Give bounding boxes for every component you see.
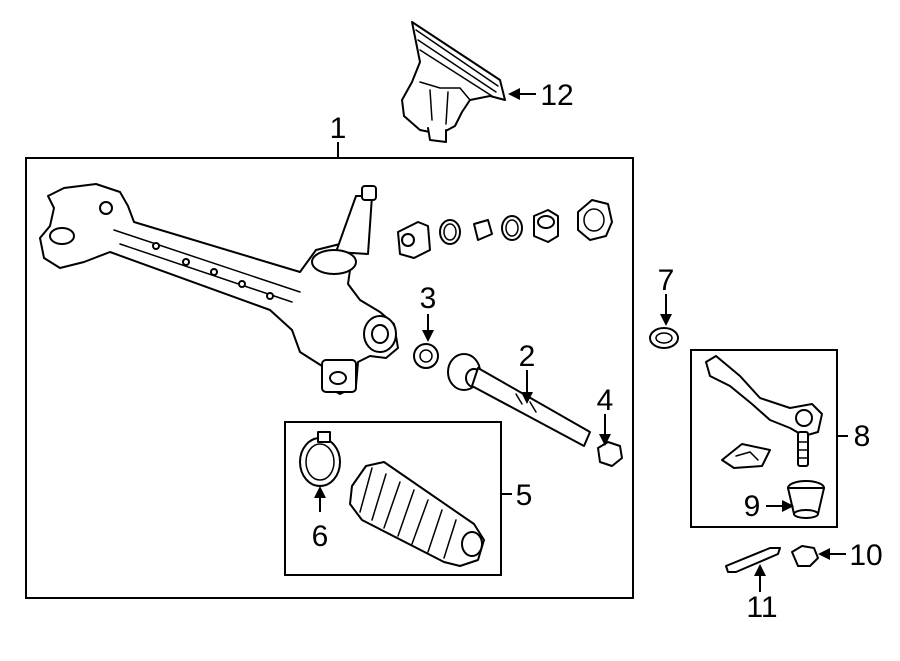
callout-11: 11	[746, 591, 777, 624]
part-11-cotter-pin	[725, 547, 781, 573]
callout-12: 12	[540, 79, 573, 112]
pinion-hardware-row	[397, 199, 613, 259]
callout-6: 6	[312, 520, 329, 553]
callout-3: 3	[420, 282, 437, 315]
part-5-rack-boot	[349, 461, 485, 567]
arrow-12	[508, 88, 520, 100]
part-4-lock-nut	[597, 441, 623, 467]
part-10-castle-nut	[791, 545, 819, 567]
arrow-7	[660, 314, 672, 326]
part-8-tie-rod-end	[705, 355, 823, 469]
arrow-9	[782, 500, 794, 512]
part-6-boot-clamp	[299, 431, 341, 487]
arrow-6	[314, 486, 326, 498]
tie-rod-end-frame	[690, 349, 838, 528]
callout-5: 5	[516, 479, 533, 512]
part-12-column-boot	[401, 21, 506, 143]
arrow-2	[521, 392, 533, 404]
boot-kit-frame	[284, 421, 502, 576]
part-3-washer	[413, 343, 439, 369]
arrow-11	[754, 564, 766, 576]
callout-2: 2	[519, 340, 536, 373]
part-9-dust-boot	[787, 480, 825, 519]
part-2-inner-tie-rod	[447, 353, 591, 447]
part-1-steering-gear-housing	[39, 183, 399, 395]
callout-10: 10	[849, 539, 882, 572]
arrow-3	[422, 330, 434, 342]
arrow-4	[599, 434, 611, 446]
callout-8: 8	[854, 420, 871, 453]
part-7-clip	[649, 327, 679, 349]
arrow-10	[818, 548, 830, 560]
callout-7: 7	[658, 264, 675, 297]
callout-9: 9	[744, 490, 761, 523]
callout-1: 1	[330, 112, 347, 145]
callout-4: 4	[597, 384, 614, 417]
main-assembly-frame	[25, 157, 634, 599]
